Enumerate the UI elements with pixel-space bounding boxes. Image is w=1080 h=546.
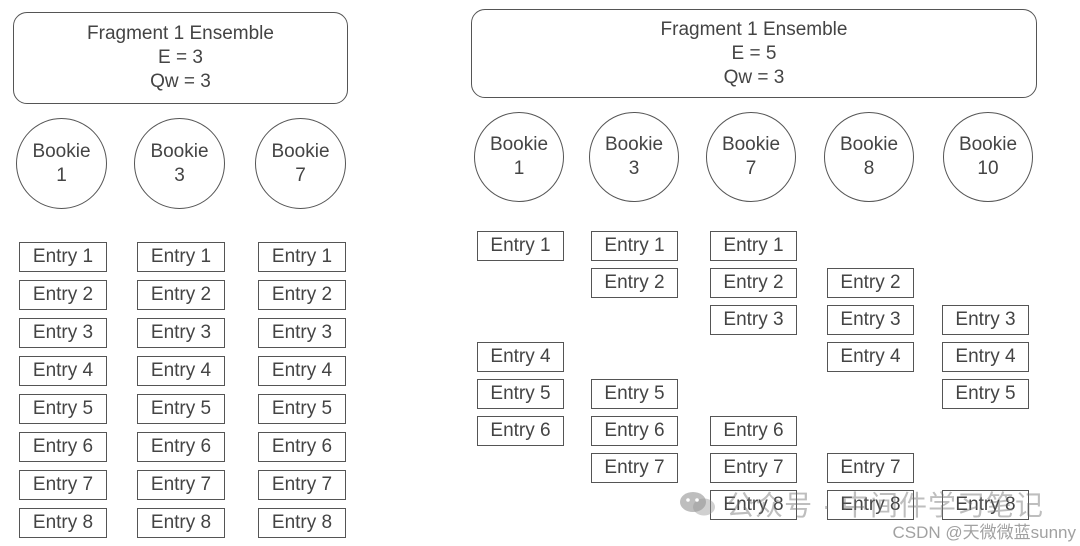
right-b7-entry-6: Entry 6 bbox=[710, 416, 797, 446]
left-b3-entry-3: Entry 3 bbox=[137, 318, 225, 348]
right-bookie-7: Bookie 7 bbox=[706, 112, 796, 202]
left-b1-entry-4: Entry 4 bbox=[19, 356, 107, 386]
right-bookie-1-num: 1 bbox=[513, 158, 525, 179]
left-b7-entry-8: Entry 8 bbox=[258, 508, 346, 538]
left-b7-entry-5: Entry 5 bbox=[258, 394, 346, 424]
right-b8-entry-7: Entry 7 bbox=[827, 453, 914, 483]
left-b7-entry-7: Entry 7 bbox=[258, 470, 346, 500]
right-bookie-10: Bookie 10 bbox=[943, 112, 1033, 202]
left-b3-entry-8: Entry 8 bbox=[137, 508, 225, 538]
right-b7-entry-1: Entry 1 bbox=[710, 231, 797, 261]
right-bookie-3-label: Bookie bbox=[604, 134, 664, 155]
right-ensemble-box: Fragment 1 Ensemble E = 5 Qw = 3 bbox=[471, 9, 1037, 98]
right-b3-entry-1: Entry 1 bbox=[591, 231, 678, 261]
left-b3-entry-5: Entry 5 bbox=[137, 394, 225, 424]
right-b8-entry-4: Entry 4 bbox=[827, 342, 914, 372]
right-b3-entry-6: Entry 6 bbox=[591, 416, 678, 446]
right-b3-entry-2: Entry 2 bbox=[591, 268, 678, 298]
left-b1-entry-7: Entry 7 bbox=[19, 470, 107, 500]
right-b8-entry-2: Entry 2 bbox=[827, 268, 914, 298]
right-b7-entry-2: Entry 2 bbox=[710, 268, 797, 298]
right-b1-entry-6: Entry 6 bbox=[477, 416, 564, 446]
right-bookie-10-num: 10 bbox=[977, 158, 999, 179]
left-b1-entry-2: Entry 2 bbox=[19, 280, 107, 310]
right-b3-entry-7: Entry 7 bbox=[591, 453, 678, 483]
right-bookie-1: Bookie 1 bbox=[474, 112, 564, 202]
right-b1-entry-5: Entry 5 bbox=[477, 379, 564, 409]
left-ensemble-title: Fragment 1 Ensemble bbox=[87, 23, 274, 44]
left-b3-entry-1: Entry 1 bbox=[137, 242, 225, 272]
right-bookie-8-num: 8 bbox=[863, 158, 875, 179]
right-bookie-1-label: Bookie bbox=[489, 134, 549, 155]
right-bookie-10-label: Bookie bbox=[958, 134, 1018, 155]
right-b8-entry-3: Entry 3 bbox=[827, 305, 914, 335]
right-b10-entry-5: Entry 5 bbox=[942, 379, 1029, 409]
left-b3-entry-6: Entry 6 bbox=[137, 432, 225, 462]
left-b7-entry-3: Entry 3 bbox=[258, 318, 346, 348]
right-ensemble-e: E = 5 bbox=[731, 42, 777, 64]
left-b7-entry-6: Entry 6 bbox=[258, 432, 346, 462]
left-b1-entry-3: Entry 3 bbox=[19, 318, 107, 348]
right-ensemble-qw: Qw = 3 bbox=[723, 66, 785, 88]
right-b7-entry-7: Entry 7 bbox=[710, 453, 797, 483]
left-b3-entry-4: Entry 4 bbox=[137, 356, 225, 386]
right-b1-entry-4: Entry 4 bbox=[477, 342, 564, 372]
left-b1-entry-8: Entry 8 bbox=[19, 508, 107, 538]
left-b7-entry-1: Entry 1 bbox=[258, 242, 346, 272]
wechat-watermark-text: 公众号 · 中间件学习笔记 bbox=[726, 490, 1044, 521]
right-b1-entry-1: Entry 1 bbox=[477, 231, 564, 261]
left-bookie-7-num: 7 bbox=[295, 164, 306, 186]
left-b1-entry-1: Entry 1 bbox=[19, 242, 107, 272]
left-b7-entry-4: Entry 4 bbox=[258, 356, 346, 386]
right-b3-entry-5: Entry 5 bbox=[591, 379, 678, 409]
right-bookie-7-num: 7 bbox=[745, 158, 757, 179]
right-bookie-8-label: Bookie bbox=[839, 134, 899, 155]
left-bookie-1-label: Bookie bbox=[32, 140, 91, 162]
right-b7-entry-8: Entry 8 bbox=[710, 490, 797, 520]
left-bookie-7: Bookie 7 bbox=[255, 118, 346, 209]
wechat-icon bbox=[678, 490, 718, 518]
wechat-watermark: 公众号 · 中间件学习笔记 bbox=[678, 484, 1044, 524]
right-b10-entry-8: Entry 8 bbox=[942, 490, 1029, 520]
right-bookie-3-num: 3 bbox=[628, 158, 640, 179]
right-b10-entry-3: Entry 3 bbox=[942, 305, 1029, 335]
left-b7-entry-2: Entry 2 bbox=[258, 280, 346, 310]
left-b3-entry-7: Entry 7 bbox=[137, 470, 225, 500]
left-bookie-3: Bookie 3 bbox=[134, 118, 225, 209]
left-b3-entry-2: Entry 2 bbox=[137, 280, 225, 310]
left-bookie-1: Bookie 1 bbox=[16, 118, 107, 209]
left-bookie-3-num: 3 bbox=[174, 164, 185, 186]
right-ensemble-title: Fragment 1 Ensemble bbox=[660, 18, 848, 40]
left-b1-entry-6: Entry 6 bbox=[19, 432, 107, 462]
right-bookie-7-label: Bookie bbox=[721, 134, 781, 155]
left-b1-entry-5: Entry 5 bbox=[19, 394, 107, 424]
left-ensemble-e: E = 3 bbox=[158, 47, 203, 68]
csdn-watermark: CSDN @天微微蓝sunny bbox=[892, 523, 1076, 542]
left-ensemble-qw: Qw = 3 bbox=[150, 71, 211, 92]
right-bookie-8: Bookie 8 bbox=[824, 112, 914, 202]
right-b7-entry-3: Entry 3 bbox=[710, 305, 797, 335]
right-b8-entry-8: Entry 8 bbox=[827, 490, 914, 520]
left-ensemble-box: Fragment 1 Ensemble E = 3 Qw = 3 bbox=[13, 12, 348, 104]
left-bookie-7-label: Bookie bbox=[271, 140, 330, 162]
right-b10-entry-4: Entry 4 bbox=[942, 342, 1029, 372]
right-bookie-3: Bookie 3 bbox=[589, 112, 679, 202]
left-bookie-1-num: 1 bbox=[56, 164, 67, 186]
left-bookie-3-label: Bookie bbox=[150, 140, 209, 162]
